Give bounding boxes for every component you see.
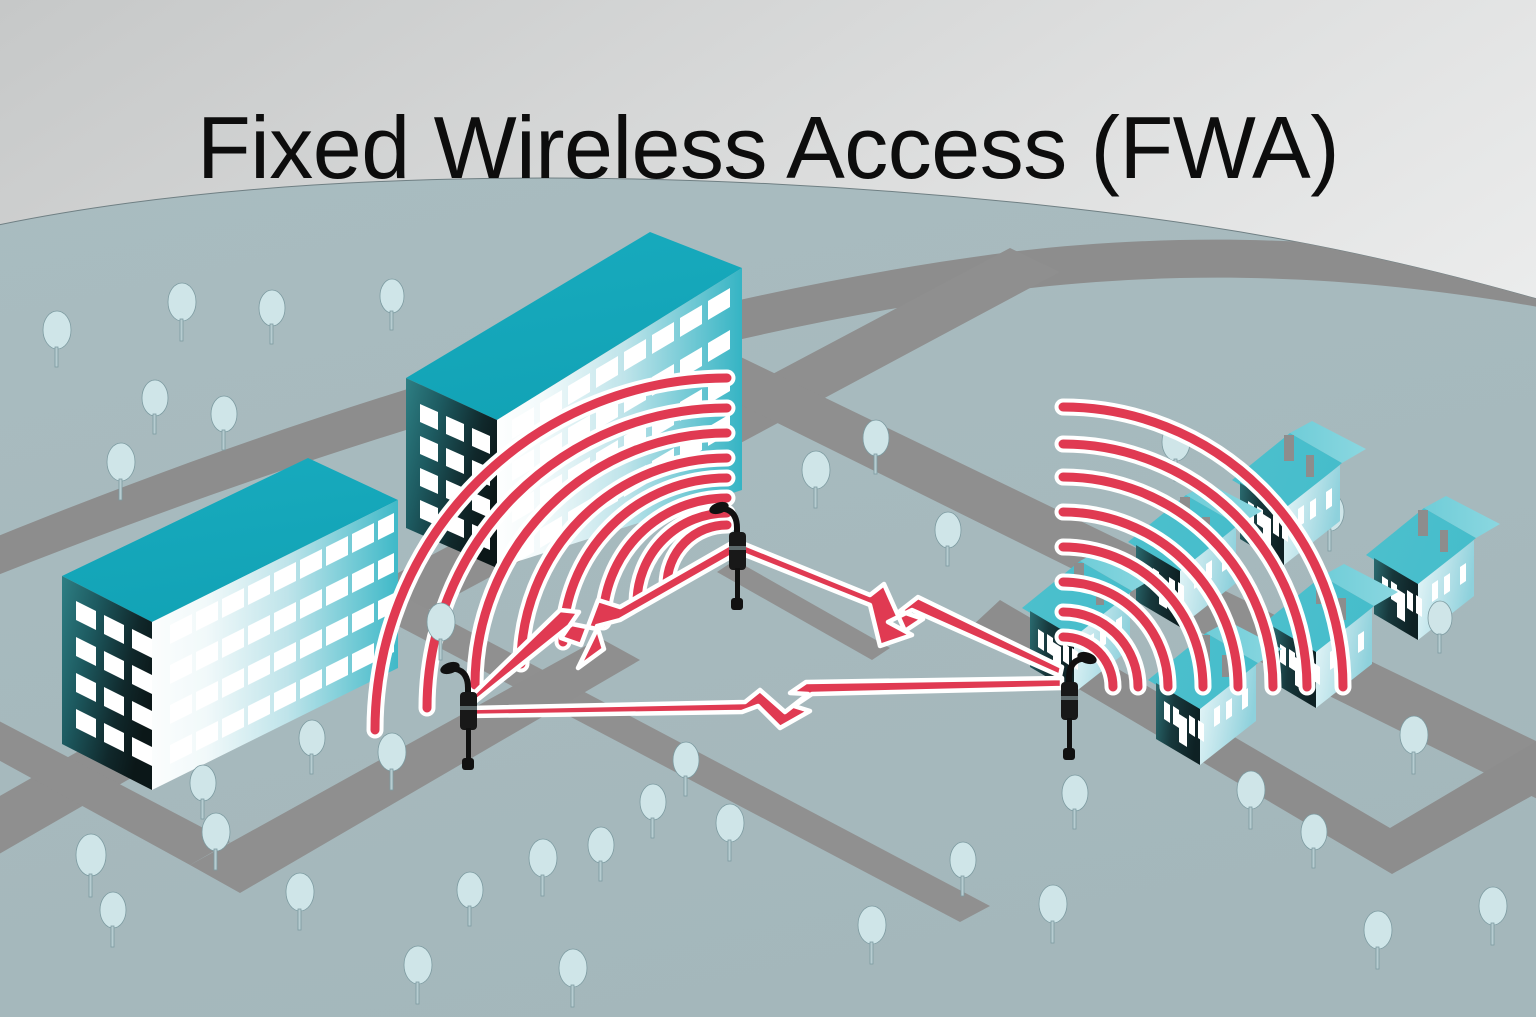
house-chimney (1440, 530, 1448, 552)
tree (285, 872, 315, 931)
tree (141, 379, 169, 435)
road-branch-mid (717, 560, 890, 660)
pole-transmitter-unit (729, 532, 746, 570)
tree (403, 945, 433, 1005)
apartment-block-left (62, 458, 398, 790)
house-door (1397, 589, 1405, 622)
tree (258, 289, 286, 345)
tree (99, 891, 127, 948)
tree (862, 419, 890, 475)
pole-transmitter-unit (460, 692, 477, 730)
house-roof-right (1424, 496, 1500, 538)
signal-waves-customer-pole (1054, 398, 1352, 696)
tree (857, 905, 887, 965)
house-roof-left (1022, 561, 1132, 639)
tree (106, 442, 136, 501)
building-roof (62, 458, 398, 622)
road-horizon-curve (0, 239, 1536, 598)
tree (189, 764, 217, 820)
road-lower-left-return (190, 638, 640, 893)
pole-transmitter-band (729, 546, 746, 550)
tree (528, 838, 558, 897)
tree (201, 812, 231, 871)
tree (949, 841, 977, 897)
building-front-face (152, 500, 398, 790)
house-door (1179, 714, 1187, 747)
pole-transmitter-band (1061, 696, 1078, 700)
tree (298, 719, 326, 775)
tree (379, 278, 405, 331)
tree (558, 948, 588, 1008)
tree (167, 282, 197, 342)
house-roof-left (1366, 508, 1476, 586)
house-windows (1164, 688, 1248, 742)
tree (715, 803, 745, 862)
house-chimney (1306, 455, 1314, 477)
tree (426, 602, 456, 661)
house-roof-right (1322, 564, 1398, 606)
tree (672, 741, 700, 797)
pole-lamp-head (1077, 651, 1097, 665)
pole-transmitter-band (460, 706, 477, 710)
pole-transmitter-unit (1061, 682, 1078, 720)
tree (377, 732, 407, 791)
tree (1478, 886, 1508, 946)
pole-mast (1067, 718, 1072, 752)
tree (1399, 715, 1429, 775)
tree-cluster-foreground (75, 600, 1508, 1008)
tree (801, 450, 831, 509)
pole-base (1063, 748, 1075, 760)
tree (639, 783, 667, 839)
tree (75, 833, 107, 898)
road-right-block (972, 600, 1536, 874)
building-front-windows (170, 513, 394, 764)
pole-mast (735, 568, 740, 602)
tree (456, 871, 484, 927)
base-station-pole-center[interactable] (708, 500, 746, 610)
signal-waves-base-station (366, 369, 736, 739)
tree (1427, 600, 1453, 654)
house-chimney (1338, 598, 1346, 620)
tree (1038, 884, 1068, 944)
tree (934, 511, 962, 567)
tree (587, 826, 615, 882)
tree (1363, 910, 1393, 970)
tree (1236, 770, 1266, 830)
house-chimney (1284, 435, 1294, 461)
pole-lamp-head (440, 661, 460, 675)
house-chimney (1222, 655, 1230, 677)
house-roof-left (1128, 495, 1238, 573)
tree (210, 395, 238, 451)
customer-pole-right[interactable] (1061, 650, 1098, 760)
pole-base (731, 598, 743, 610)
road-lower-left-loop (0, 690, 230, 865)
pole-base (462, 758, 474, 770)
tree (42, 310, 72, 368)
pole-lamp-head (709, 501, 729, 515)
page-title: Fixed Wireless Access (FWA) (197, 98, 1339, 197)
pole-mast (466, 728, 471, 762)
tree (1061, 774, 1089, 830)
tree (1300, 813, 1328, 869)
building-side-face (62, 576, 152, 790)
beam-base-to-customer (737, 540, 1065, 679)
building-roof (406, 232, 742, 420)
house-chimney (1418, 510, 1428, 536)
building-side-windows (76, 601, 152, 766)
house-roof-right (1290, 421, 1366, 463)
relay-pole-left[interactable] (439, 660, 477, 770)
house-roof-left (1264, 576, 1374, 654)
